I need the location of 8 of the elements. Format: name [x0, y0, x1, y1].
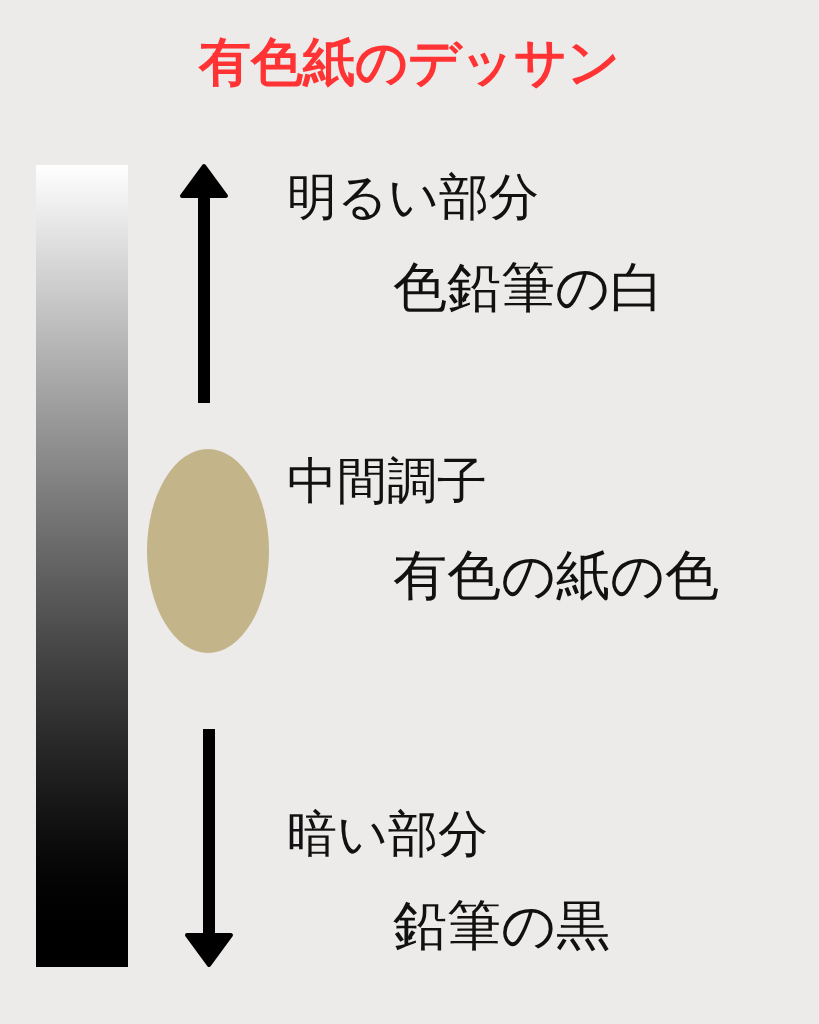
text-label: 色鉛筆の白	[393, 261, 664, 315]
text-label: 明るい部分	[287, 172, 539, 222]
text-label: 有色の紙の色	[393, 549, 719, 603]
text-label: 暗い部分	[287, 809, 488, 859]
paper-color-oval	[147, 449, 269, 653]
text-label: 鉛筆の黒	[393, 899, 610, 953]
gradient-bar	[36, 165, 128, 967]
title: 有色紙のデッサン	[199, 36, 620, 88]
